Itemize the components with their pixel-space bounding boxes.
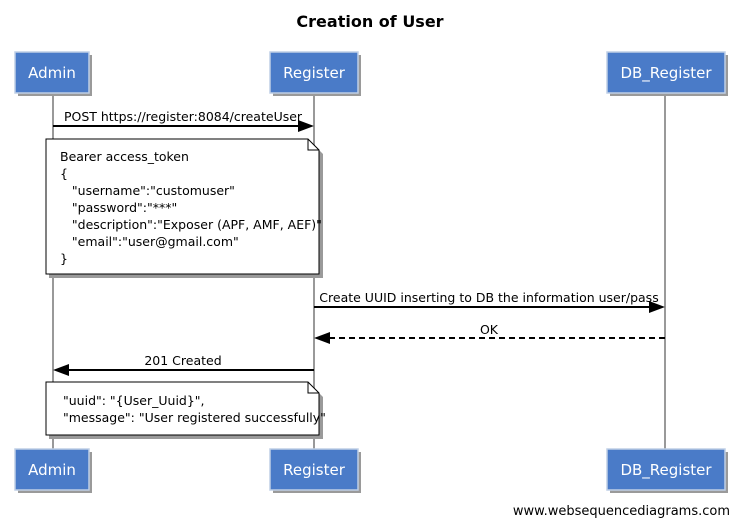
actor-admin-bottom: Admin — [14, 448, 92, 493]
message-label: Create UUID inserting to DB the informat… — [319, 290, 658, 305]
arrowhead — [314, 332, 330, 344]
actor-db-register-top: DB_Register — [606, 51, 728, 96]
arrowhead — [53, 364, 69, 376]
note-line: { — [60, 166, 68, 181]
note-line: "uuid": "{User_Uuid}", — [63, 393, 205, 408]
actor-db-register-label: DB_Register — [620, 461, 712, 480]
actor-admin-label: Admin — [28, 461, 76, 479]
note-line: "message": "User registered successfully… — [63, 410, 326, 425]
note-request-body: Bearer access_token { "username":"custom… — [45, 138, 323, 278]
note-line: "email":"user@gmail.com" — [60, 234, 239, 249]
watermark: www.websequencediagrams.com — [513, 504, 730, 519]
message-label: 201 Created — [144, 353, 221, 368]
arrowhead — [298, 120, 314, 132]
note-line: "password":"***" — [60, 200, 177, 215]
actor-admin-top: Admin — [14, 51, 92, 96]
message-label: OK — [480, 322, 499, 337]
note-line: "username":"customuser" — [60, 183, 235, 198]
arrowhead — [649, 301, 665, 313]
actor-db-register-label: DB_Register — [620, 64, 712, 83]
actor-register-label: Register — [283, 461, 346, 479]
actor-register-label: Register — [283, 64, 346, 82]
actor-db-register-bottom: DB_Register — [606, 448, 728, 493]
note-line: "description":"Exposer (APF, AMF, AEF)" — [60, 217, 322, 232]
note-line: } — [60, 251, 68, 266]
note-line: Bearer access_token — [60, 149, 189, 164]
actor-admin-label: Admin — [28, 64, 76, 82]
note-response-body: "uuid": "{User_Uuid}", "message": "User … — [45, 381, 326, 439]
actor-register-bottom: Register — [269, 448, 361, 493]
message-ok: OK — [314, 322, 665, 344]
actor-register-top: Register — [269, 51, 361, 96]
diagram-title: Creation of User — [296, 12, 443, 31]
message-label: POST https://register:8084/createUser — [64, 109, 303, 124]
message-post-create-user: POST https://register:8084/createUser — [53, 109, 314, 132]
message-create-uuid: Create UUID inserting to DB the informat… — [314, 290, 665, 313]
message-201-created: 201 Created — [53, 353, 314, 376]
